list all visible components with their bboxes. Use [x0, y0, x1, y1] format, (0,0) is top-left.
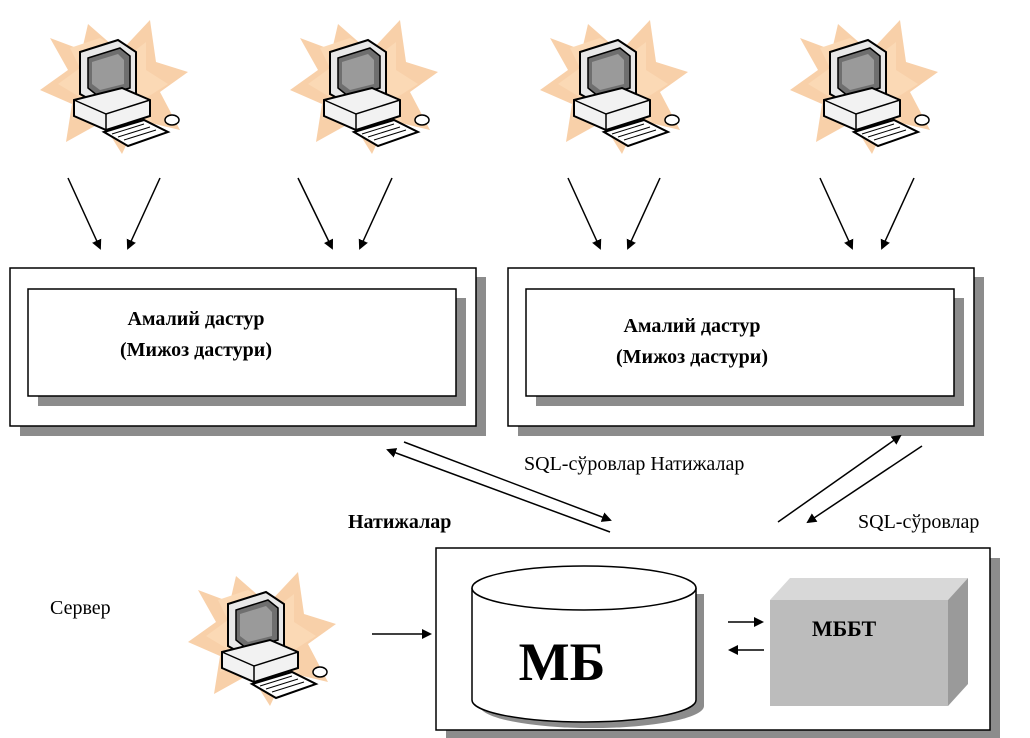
client-computer-icon-4 [789, 19, 939, 155]
database-label: МБ [519, 632, 606, 692]
sql-queries-results-label: SQL-сўровлар Натижалар [524, 453, 744, 475]
client-app-title-right: Амалий дастур [623, 315, 760, 337]
client-app-title-left: Амалий дастур [127, 308, 264, 330]
server-label: Сервер [50, 597, 111, 619]
client-computer-icon-1 [39, 19, 189, 155]
client-computer-icon-2 [289, 19, 439, 155]
query-result-arrows [386, 434, 923, 533]
server-computer-icon [187, 571, 337, 707]
dbms-cube: МББТ [770, 578, 968, 706]
client-app-subtitle-right: (Мижоз дастури) [616, 346, 768, 368]
sql-queries-label: SQL-сўровлар [858, 511, 979, 533]
client-arrows [67, 177, 915, 250]
client-app-subtitle-left: (Мижоз дастури) [120, 339, 272, 361]
db-dbms-arrows [728, 617, 764, 655]
client-app-box-left: Амалий дастур (Мижоз дастури) [9, 267, 486, 436]
client-computer-icon-3 [539, 19, 689, 155]
results-label: Натижалар [348, 511, 451, 533]
dbms-label: МББТ [812, 616, 877, 641]
client-app-box-right: Амалий дастур (Мижоз дастури) [507, 267, 984, 436]
database-cylinder: МБ [471, 565, 704, 728]
